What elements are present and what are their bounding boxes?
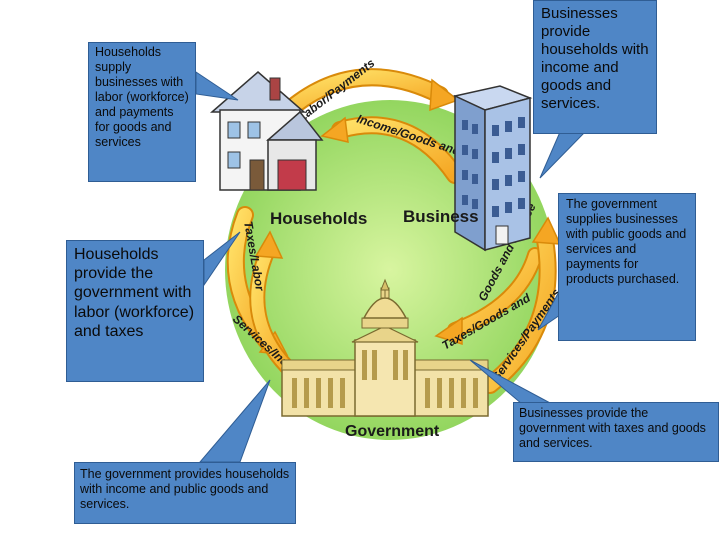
node-businesses: Business bbox=[403, 207, 479, 226]
office-building-icon bbox=[452, 85, 533, 252]
node-government: Government bbox=[345, 423, 440, 440]
flow-arrows bbox=[226, 68, 562, 394]
callout-businesses-to-households: Businesses provide households with incom… bbox=[533, 0, 657, 134]
node-households: Households bbox=[270, 209, 367, 228]
callout-government-to-businesses: The government supplies businesses with … bbox=[558, 193, 696, 341]
callout-pointers bbox=[195, 71, 587, 463]
capitol-building-icon bbox=[281, 278, 489, 417]
callout-businesses-to-government: Businesses provide the government with t… bbox=[513, 402, 719, 462]
callout-households-to-businesses: Households supply businesses with labor … bbox=[88, 42, 196, 182]
house-icon bbox=[209, 71, 324, 191]
callout-government-to-households: The government provides households with … bbox=[74, 462, 296, 524]
callout-households-to-government: Households provide the government with l… bbox=[66, 240, 204, 382]
